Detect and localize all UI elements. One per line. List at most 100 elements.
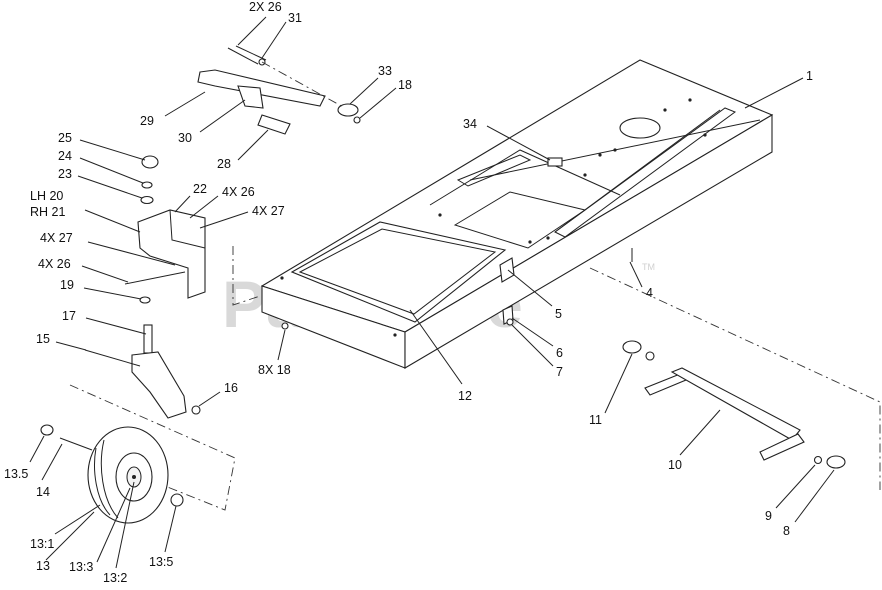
part-34-bracket xyxy=(547,157,563,167)
leader-15 xyxy=(55,341,87,351)
leader-13-3 xyxy=(96,487,131,563)
callout-label: 10 xyxy=(668,458,682,472)
caster-assembly xyxy=(69,155,261,511)
frame-side-face xyxy=(404,114,773,369)
callout-labels: 2X 26 31 33 18 29 30 28 34 1 25 24 23 LH… xyxy=(4,0,813,585)
callout-label: 11 xyxy=(589,413,602,427)
part-10-axle-arm-right xyxy=(759,433,805,461)
frame-rear-step xyxy=(429,149,621,206)
callout-label: 23 xyxy=(58,167,72,181)
dash-guide-wheel xyxy=(69,384,236,511)
leader-11 xyxy=(604,353,633,414)
callout-label: 18 xyxy=(398,78,412,92)
callout-label: 6 xyxy=(556,346,563,360)
frame-hole xyxy=(613,148,617,152)
part-10-axle-arm-left xyxy=(644,373,687,396)
callout-label: 9 xyxy=(765,509,772,523)
leader-5 xyxy=(507,269,553,307)
frame-hole xyxy=(280,276,284,280)
frame-hole xyxy=(688,98,692,102)
part-10-axle-beam xyxy=(670,367,801,441)
leader-30 xyxy=(199,99,246,133)
part-17-fork xyxy=(131,351,187,419)
part-18-top-nut xyxy=(353,116,361,124)
frame-hole xyxy=(528,240,532,244)
leader-13 xyxy=(45,511,95,561)
caster-bracket-edge xyxy=(169,209,206,249)
part-7-bolt xyxy=(506,318,514,326)
frame-front-opening xyxy=(290,221,507,323)
leader-13-5a xyxy=(29,435,45,463)
leader-14 xyxy=(41,443,63,481)
part-23-bearing xyxy=(140,195,154,205)
tire-tread-line xyxy=(94,447,111,516)
leader-8x18 xyxy=(277,329,286,361)
part-15-axle-bolt xyxy=(84,349,141,367)
leader-13-2 xyxy=(115,481,135,569)
part-26-bolt xyxy=(227,47,259,65)
part-33-pivot xyxy=(337,103,359,117)
leader-4x27b xyxy=(87,241,176,266)
leader-24 xyxy=(79,157,144,184)
leader-4x26a xyxy=(189,195,219,219)
callout-label: 13 xyxy=(36,559,50,573)
part-8-bushing xyxy=(826,455,846,469)
part-25-cap xyxy=(141,155,159,169)
part-17-spindle xyxy=(143,324,153,354)
callout-label: 25 xyxy=(58,131,72,145)
callout-label: LH 20 xyxy=(30,189,63,203)
callout-label: 5 xyxy=(555,307,562,321)
callout-label: 24 xyxy=(58,149,72,163)
leader-7 xyxy=(511,324,554,367)
leader-13-5b xyxy=(164,505,177,553)
part-28-grip xyxy=(257,114,291,135)
front-axle-assembly xyxy=(589,267,881,490)
leader-23 xyxy=(77,175,143,199)
caster-wheel xyxy=(40,424,184,524)
frame-hole xyxy=(583,173,587,177)
part-11-washer xyxy=(645,351,655,361)
leader-13-1 xyxy=(54,504,101,535)
leader-lh20 xyxy=(84,209,141,233)
frame-hole xyxy=(438,213,442,217)
callout-label: 33 xyxy=(378,64,392,78)
callout-label: 4X 27 xyxy=(252,204,285,218)
frame-slot-left xyxy=(456,154,532,187)
tire-tread-line xyxy=(100,439,119,519)
frame-hole xyxy=(703,133,707,137)
leader-33 xyxy=(349,77,379,105)
callout-label: 28 xyxy=(217,157,231,171)
callout-label: 4 xyxy=(646,286,653,300)
part-11-bushing xyxy=(622,340,642,354)
callout-label: 13:2 xyxy=(103,571,127,585)
part-20-21-caster-bracket xyxy=(137,209,206,299)
dash-guide-top xyxy=(261,61,346,109)
callout-label: 1 xyxy=(806,69,813,83)
callout-label: 13:5 xyxy=(149,555,173,569)
leader-lines xyxy=(29,16,835,569)
frame-rear-hole xyxy=(619,117,661,139)
leader-4x27a xyxy=(199,211,249,229)
part-9-washer xyxy=(813,455,823,465)
frame-hole xyxy=(663,108,667,112)
leader-6 xyxy=(511,317,554,347)
callout-label: 12 xyxy=(458,389,472,403)
part-18-nut xyxy=(281,322,289,330)
part-19-washer xyxy=(139,296,151,304)
part-24-washer xyxy=(141,181,153,189)
leader-16 xyxy=(198,391,221,407)
callout-label: 19 xyxy=(60,278,74,292)
callout-label: 7 xyxy=(556,365,563,379)
callout-label: 4X 27 xyxy=(40,231,73,245)
leader-17 xyxy=(85,317,147,335)
callout-label: 13.5 xyxy=(4,467,28,481)
leader-10 xyxy=(679,409,721,456)
frame-rail-right-outline xyxy=(554,107,737,238)
callout-label: 31 xyxy=(288,11,302,25)
frame-hole xyxy=(546,236,550,240)
callout-label: 17 xyxy=(62,309,76,323)
leader-22 xyxy=(174,195,191,213)
callout-label: 30 xyxy=(178,131,192,145)
watermark-trademark: TM xyxy=(642,262,655,272)
